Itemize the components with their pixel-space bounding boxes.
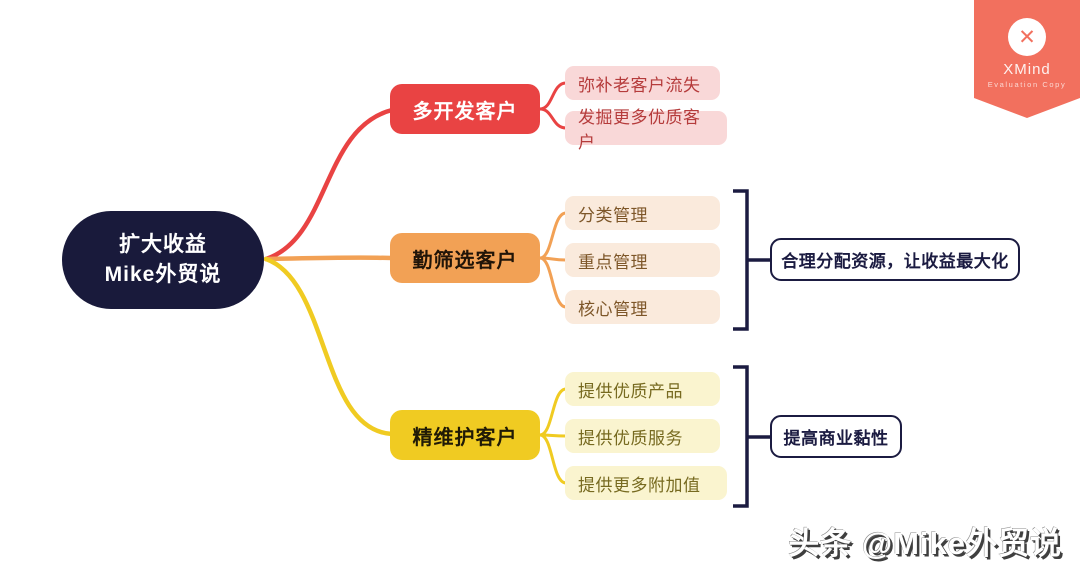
edge-central-to-branch-2 [263,256,395,437]
summary-topic-business-stickiness[interactable]: 提高商业黏性 [770,415,902,458]
central-topic[interactable]: 扩大收益 Mike外贸说 [62,211,264,309]
branch-topic-screen-customers[interactable]: 勤筛选客户 [390,233,540,283]
child-topic[interactable]: 发掘更多优质客户 [565,108,727,152]
branch-topic-develop-customers[interactable]: 多开发客户 [390,84,540,134]
toutiao-watermark: 头条 @Mike外贸说 [788,526,1062,561]
child-topic[interactable]: 弥补老客户流失 [565,66,720,100]
xmind-badge-app-name: XMind [1003,61,1051,78]
edge-central-to-branch-0 [263,107,395,262]
child-topic[interactable]: 提供更多附加值 [565,466,727,500]
xmind-badge-subtitle: Evaluation Copy [987,80,1067,89]
edge-branch2-child2 [538,433,568,485]
edge-branch1-child1 [538,256,568,262]
edge-branch0-child0 [538,81,568,111]
edge-branch1-child0 [538,211,568,260]
edge-central-to-branch-1 [263,255,395,262]
branch-topic-maintain-customers[interactable]: 精维护客户 [390,410,540,460]
child-topic[interactable]: 提供优质服务 [565,419,720,453]
edge-branch2-child0 [538,387,568,437]
child-topic[interactable]: 核心管理 [565,290,720,324]
child-topic[interactable]: 分类管理 [565,196,720,230]
child-topic[interactable]: 重点管理 [565,243,720,277]
edge-branch1-child2 [538,256,568,309]
summary-topic-allocate-resources[interactable]: 合理分配资源，让收益最大化 [770,238,1020,281]
edge-branch2-child1 [538,433,568,438]
central-topic-line1: 扩大收益 [119,232,207,256]
summary-bracket-bottom [733,365,749,508]
edge-branch0-child1 [538,107,568,130]
child-topic[interactable]: 提供优质产品 [565,372,720,406]
xmind-logo-icon: ✕ [1008,18,1046,56]
xmind-evaluation-badge: ✕ XMind Evaluation Copy [974,0,1080,118]
xmind-logo-x-glyph: ✕ [1018,25,1036,49]
central-topic-line2: Mike外贸说 [104,263,222,286]
summary-bracket-middle [733,189,749,331]
